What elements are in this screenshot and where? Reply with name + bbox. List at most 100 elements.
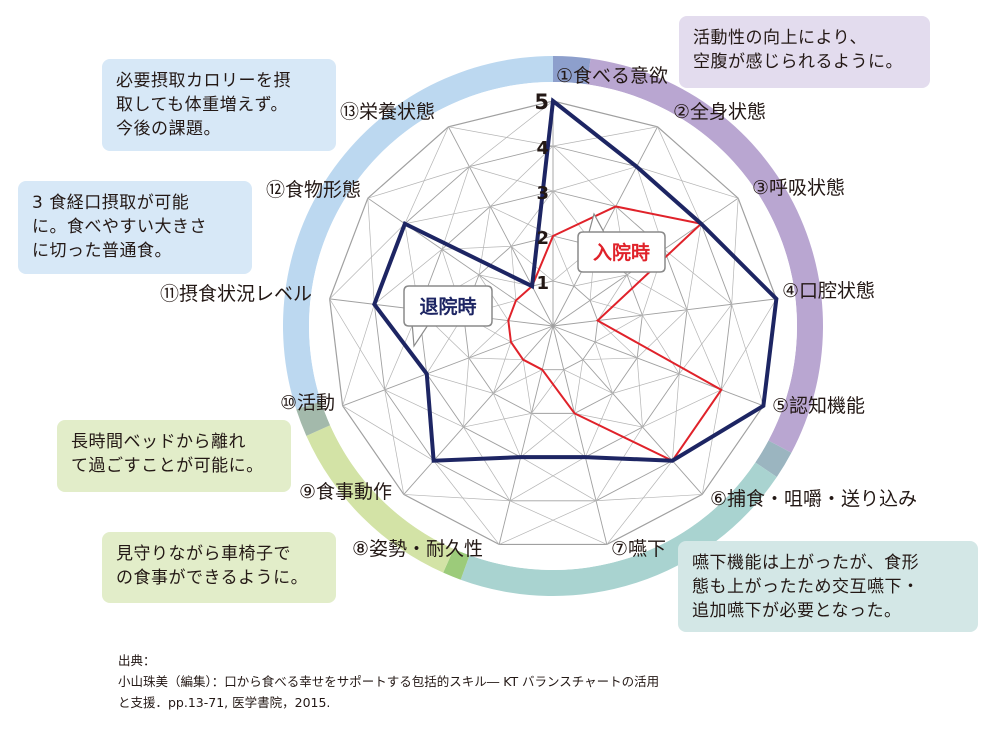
grid-web bbox=[463, 357, 470, 428]
grid-web bbox=[574, 413, 643, 428]
axis-labels: ①食べる意欲②全身状態③呼吸状態④口腔状態⑤認知機能⑥捕食・咀嚼・送り込み⑦嚥下… bbox=[160, 65, 917, 560]
grid-web bbox=[642, 389, 722, 428]
grid-web bbox=[552, 145, 616, 207]
grid-web bbox=[531, 413, 586, 458]
grid-web bbox=[597, 320, 638, 359]
grid-web bbox=[493, 369, 543, 394]
grid-web bbox=[469, 166, 554, 192]
grid-web bbox=[384, 389, 464, 428]
grid-web bbox=[520, 413, 575, 458]
grid-web bbox=[731, 198, 739, 305]
grid-spoke bbox=[552, 298, 777, 327]
ring-band-purple bbox=[586, 58, 823, 453]
grid-web bbox=[582, 357, 638, 361]
axis-label-13: ⑬栄養状態 bbox=[340, 101, 435, 123]
tick-label-5: 5 bbox=[534, 90, 549, 114]
grid-web bbox=[404, 126, 449, 224]
grid-web bbox=[403, 494, 510, 502]
grid-web bbox=[731, 304, 764, 406]
grid-web bbox=[636, 309, 688, 359]
tick-label-1: 1 bbox=[536, 273, 549, 294]
axis-label-11: ⑪摂食状況レベル bbox=[160, 283, 312, 305]
series-label-discharge-box bbox=[403, 285, 493, 327]
grid-web bbox=[686, 223, 702, 310]
grid-web bbox=[642, 314, 680, 375]
ring-band-divider bbox=[443, 548, 470, 580]
grid-web bbox=[552, 166, 637, 192]
radar-grid bbox=[329, 100, 777, 546]
grid-web bbox=[522, 359, 532, 414]
series-label-admission-box bbox=[577, 231, 666, 273]
grid-ring-5 bbox=[329, 100, 777, 546]
grid-web bbox=[721, 298, 777, 391]
grid-web bbox=[367, 166, 470, 199]
grid-web bbox=[574, 359, 584, 414]
grid-web bbox=[468, 357, 524, 361]
grid-web bbox=[636, 166, 739, 199]
grid-web bbox=[463, 413, 532, 428]
grid-web bbox=[636, 357, 643, 428]
series-discharge-line bbox=[372, 97, 779, 463]
axis-label-3: ③呼吸状態 bbox=[752, 177, 845, 199]
tick-label-3: 3 bbox=[536, 183, 549, 204]
grid-web bbox=[478, 274, 509, 321]
grid-web bbox=[594, 341, 614, 394]
grid-web bbox=[612, 373, 680, 394]
grid-web bbox=[499, 500, 597, 545]
grid-web bbox=[490, 145, 554, 207]
grid-web bbox=[367, 198, 375, 305]
callout-activity: 長時間ベッドから離れ て過ごすことが可能に。 bbox=[57, 420, 291, 492]
axis-label-8: ⑧姿勢・耐久性 bbox=[352, 538, 483, 560]
axis-label-5: ⑤認知機能 bbox=[772, 395, 865, 417]
grid-web bbox=[490, 206, 554, 237]
grid-spoke bbox=[498, 325, 554, 545]
grid-web bbox=[606, 460, 673, 545]
grid-web bbox=[596, 494, 703, 502]
axis-label-4: ④口腔状態 bbox=[782, 280, 875, 302]
grid-web bbox=[510, 190, 554, 247]
grid-web bbox=[441, 166, 470, 250]
ring-band-divider bbox=[296, 401, 331, 436]
grid-web bbox=[589, 300, 643, 316]
grid-web bbox=[678, 304, 732, 375]
grid-web bbox=[626, 274, 688, 311]
grid-web bbox=[342, 304, 375, 406]
callout-posture: 見守りながら車椅子で の食事ができるように。 bbox=[102, 532, 336, 603]
grid-web bbox=[329, 298, 385, 391]
grid-web bbox=[509, 456, 586, 502]
series-label-admission-text: 入院時 bbox=[593, 241, 650, 264]
axis-label-12: ⑫食物形態 bbox=[266, 179, 361, 201]
grid-web bbox=[404, 206, 491, 225]
grid-web bbox=[657, 126, 702, 224]
grid-web bbox=[329, 223, 406, 300]
tick-label-4: 4 bbox=[536, 138, 549, 159]
axis-label-2: ②全身状態 bbox=[673, 101, 766, 123]
ring-band-green bbox=[306, 425, 454, 573]
grid-web bbox=[478, 274, 533, 287]
callout-appetite: 活動性の向上により、 空腹が感じられるように。 bbox=[679, 16, 930, 88]
grid-web bbox=[597, 274, 628, 321]
grid-web bbox=[509, 500, 607, 545]
grid-web bbox=[342, 405, 434, 462]
axis-label-9: ⑨食事動作 bbox=[299, 481, 392, 503]
grid-web bbox=[701, 389, 722, 495]
series-label-discharge: 退院時 bbox=[403, 285, 493, 348]
grid-spoke bbox=[552, 126, 658, 327]
grid-web bbox=[510, 246, 517, 301]
tick-label-2: 2 bbox=[536, 228, 549, 249]
axis-label-7: ⑦嚥下 bbox=[611, 538, 666, 560]
grid-web bbox=[573, 274, 628, 287]
series-admission-line bbox=[507, 205, 723, 463]
grid-web bbox=[672, 373, 680, 461]
series-label-discharge-text: 退院時 bbox=[419, 295, 476, 318]
callout-food-form: 3 食経口摂取が可能 に。食べやすい大きさ に切った普通食。 bbox=[18, 181, 252, 274]
grid-web bbox=[433, 460, 500, 545]
ring-band-divider bbox=[755, 440, 792, 477]
grid-web bbox=[426, 373, 494, 394]
radial-tick-labels: 1 2 3 4 5 bbox=[534, 90, 549, 294]
grid-web bbox=[663, 249, 732, 305]
source-citation: 出典： 小山珠美（編集）：口から食べる幸せをサポートする包括的スキル― KT バ… bbox=[118, 653, 660, 710]
axis-label-6: ⑥捕食・咀嚼・送り込み bbox=[710, 488, 917, 510]
grid-web bbox=[448, 126, 554, 147]
